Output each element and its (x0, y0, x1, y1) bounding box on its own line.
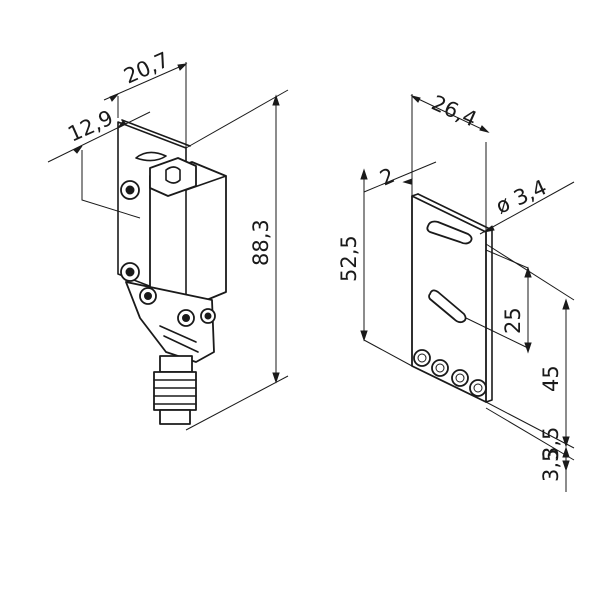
dim-slot-spacing: 25 (501, 307, 525, 334)
dim-switch-width: 20,7 (120, 48, 172, 89)
dim-plate-height: 52,5 (337, 235, 361, 282)
dim-plate-width: 26,4 (428, 91, 480, 132)
dim-switch-depth: 12,9 (64, 106, 116, 147)
dim-plate-thickness: 2 (376, 163, 398, 190)
mounting-plate (411, 193, 493, 403)
dim-switch-height: 88,3 (249, 219, 273, 266)
dim-hole-diameter: ø 3,4 (492, 175, 550, 218)
switch-dimensions: 20,7 12,9 88,3 (47, 48, 289, 431)
dim-hole-row: 45 (539, 365, 563, 392)
dim-offset-a: 3,5 (539, 427, 563, 460)
switch-assembly (117, 119, 227, 425)
dim-offset-b: 3,5 (539, 449, 563, 482)
